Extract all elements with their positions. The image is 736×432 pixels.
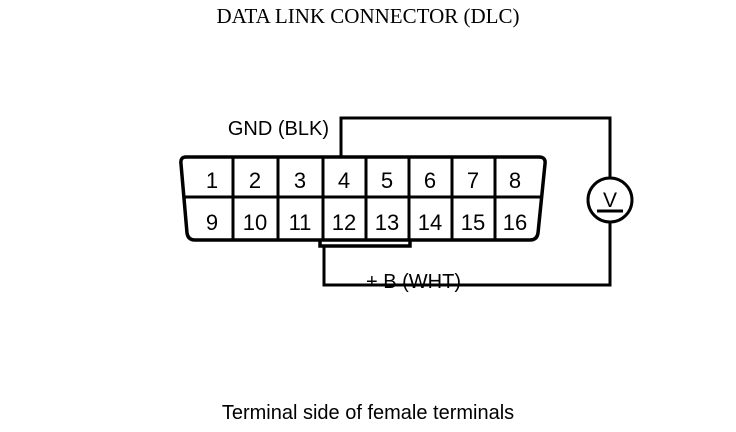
pin-number-12: 12 [332, 210, 356, 235]
diagram-title: DATA LINK CONNECTOR (DLC) [216, 4, 519, 28]
pin-number-1: 1 [206, 168, 218, 193]
pin-number-11: 11 [289, 210, 312, 235]
pin-number-9: 9 [206, 210, 218, 235]
pin-row-bottom: 9 10 11 12 13 14 15 16 [206, 210, 527, 235]
pin-number-8: 8 [509, 168, 521, 193]
pin-number-3: 3 [294, 168, 306, 193]
ground-wire-label: GND (BLK) [228, 118, 329, 140]
battery-positive-label: + B (WHT) [366, 271, 461, 293]
ground-wire [339, 116, 612, 178]
voltmeter-symbol: V [586, 176, 634, 224]
pin-number-13: 13 [375, 210, 399, 235]
pin-number-4: 4 [338, 168, 350, 193]
battery-positive-wire [322, 222, 612, 287]
diagram-caption: Terminal side of female terminals [222, 402, 514, 424]
pin-number-5: 5 [381, 168, 393, 193]
pin-number-15: 15 [461, 210, 485, 235]
pin-number-6: 6 [424, 168, 436, 193]
pin-number-14: 14 [418, 210, 442, 235]
voltmeter-letter: V [603, 189, 617, 212]
pin-number-7: 7 [467, 168, 479, 193]
pin-row-top: 1 2 3 4 5 6 7 8 [206, 168, 521, 193]
pin-number-2: 2 [249, 168, 261, 193]
pin-number-16: 16 [503, 210, 527, 235]
pin-number-10: 10 [243, 210, 267, 235]
pin-cell-dividers [231, 157, 497, 240]
